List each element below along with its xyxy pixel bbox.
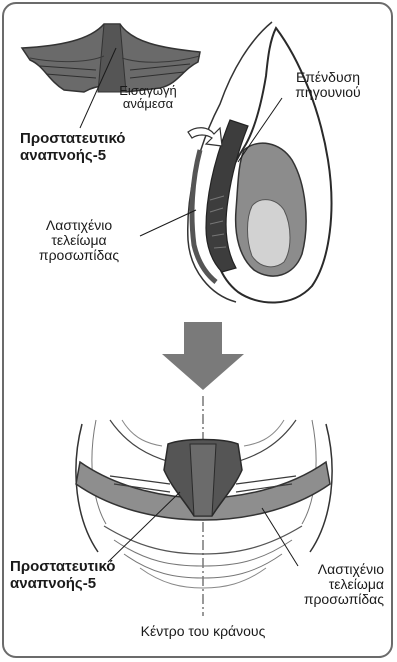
label-chin-lining: Επένδυση πηγουνιού [280,70,376,100]
label-rubber-trim-bottom-line2: τελείωμα [272,577,384,592]
label-rubber-trim-top-line1: Λαστιχένιο [24,218,134,233]
label-breath-guard-bottom-line2: αναπνοής-5 [10,575,115,592]
label-rubber-trim-bottom-line3: προσωπίδας [272,592,384,607]
label-rubber-trim-top-line2: τελείωμα [24,233,134,248]
label-helmet-center: Κέντρο του κράνους [100,624,306,639]
label-breath-guard-bottom-line1: Προστατευτικό [10,558,115,575]
label-breath-guard-bottom: Προστατευτικό αναπνοής-5 [10,558,115,592]
label-insert-between-line2: ανάμεσα [108,97,188,110]
label-chin-lining-line2: πηγουνιού [280,85,376,100]
label-breath-guard-top: Προστατευτικό αναπνοής-5 [20,130,125,164]
label-rubber-trim-bottom: Λαστιχένιο τελείωμα προσωπίδας [272,562,384,607]
chin-lining-assembly [188,22,332,303]
label-rubber-trim-bottom-line1: Λαστιχένιο [272,562,384,577]
label-breath-guard-top-line2: αναπνοής-5 [20,147,125,164]
label-rubber-trim-top-line3: προσωπίδας [24,248,134,263]
label-breath-guard-top-line1: Προστατευτικό [20,130,125,147]
label-insert-between: Εισαγωγή ανάμεσα [108,84,188,110]
down-arrow [162,322,244,390]
label-rubber-trim-top: Λαστιχένιο τελείωμα προσωπίδας [24,218,134,263]
label-chin-lining-line1: Επένδυση [280,70,376,85]
